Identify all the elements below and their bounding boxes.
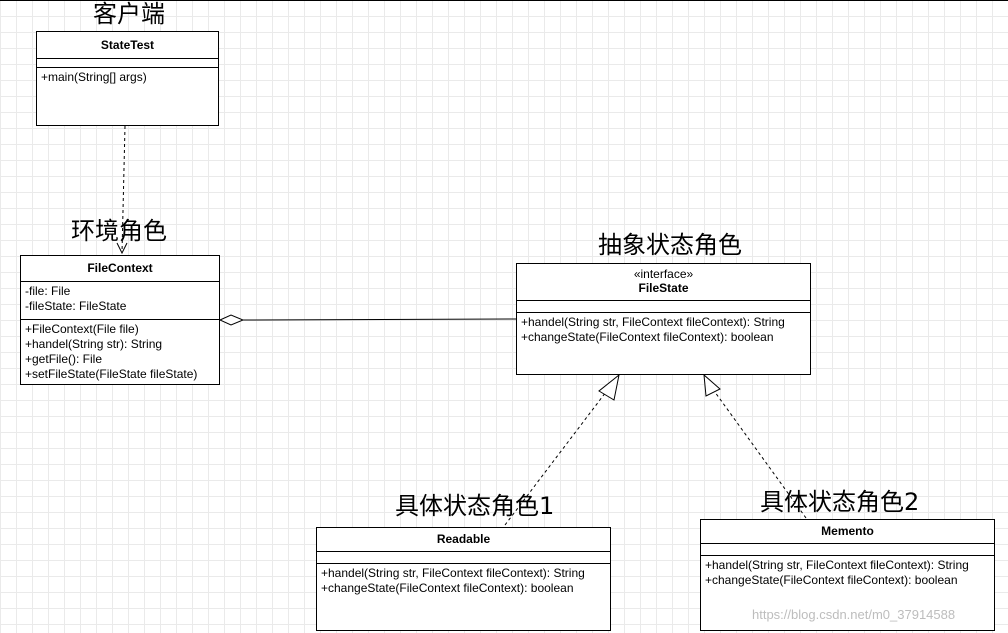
operation: +handel(String str): String (25, 337, 163, 351)
stereotype-label: «interface» (633, 267, 694, 281)
realization-line-readable (504, 387, 610, 526)
operations-compartment: +FileContext(File file) +handel(String s… (21, 320, 219, 384)
operation: +changeState(FileContext fileContext): b… (705, 573, 958, 587)
attribute: -fileState: FileState (25, 299, 127, 313)
attributes-compartment (37, 59, 218, 68)
watermark: https://blog.csdn.net/m0_37914588 (752, 607, 956, 622)
realization-arrowhead-memento (703, 373, 721, 397)
attribute: -file: File (25, 284, 71, 298)
operations-compartment: +handel(String str, FileContext fileCont… (317, 564, 610, 598)
operation: +changeState(FileContext fileContext): b… (321, 581, 574, 595)
operation: +main(String[] args) (41, 70, 147, 84)
operations-compartment: +main(String[] args) (37, 68, 218, 87)
class-name: FileState (638, 281, 689, 295)
role-label-abstract-state: 抽象状态角色 (598, 231, 742, 259)
class-memento[interactable]: Memento +handel(String str, FileContext … (700, 519, 995, 631)
class-name: StateTest (37, 32, 218, 59)
operations-compartment: +handel(String str, FileContext fileCont… (701, 556, 994, 590)
class-name: Memento (701, 520, 994, 544)
class-name: FileContext (21, 256, 219, 282)
attributes-compartment (317, 552, 610, 564)
attributes-compartment: -file: File -fileState: FileState (21, 282, 219, 320)
aggregation-diamond (218, 314, 245, 326)
operation: +handel(String str, FileContext fileCont… (705, 558, 969, 572)
dependency-arrowhead (116, 242, 128, 255)
operation: +handel(String str, FileContext fileCont… (521, 315, 785, 329)
operation: +setFileState(FileState fileState) (25, 367, 198, 381)
operations-compartment: +handel(String str, FileContext fileCont… (517, 313, 810, 347)
operation: +getFile(): File (25, 352, 103, 366)
operation: +handel(String str, FileContext fileCont… (321, 566, 585, 580)
class-statetest[interactable]: StateTest +main(String[] args) (36, 31, 219, 126)
operation: +FileContext(File file) (25, 322, 139, 336)
role-label-client: 客户端 (93, 0, 165, 28)
aggregation-line (242, 318, 517, 321)
interface-filestate[interactable]: «interface» FileState +handel(String str… (516, 263, 811, 375)
attributes-compartment (701, 544, 994, 556)
class-readable[interactable]: Readable +handel(String str, FileContext… (316, 527, 611, 631)
class-name: Readable (317, 528, 610, 552)
top-border (0, 0, 1008, 1)
realization-line-memento (711, 387, 807, 519)
class-filecontext[interactable]: FileContext -file: File -fileState: File… (20, 255, 220, 385)
attributes-compartment (517, 301, 810, 313)
role-label-concrete-2: 具体状态角色2 (760, 488, 920, 516)
operation: +changeState(FileContext fileContext): b… (521, 330, 774, 344)
role-label-concrete-1: 具体状态角色1 (395, 492, 555, 520)
realization-arrowhead-readable (598, 373, 620, 401)
role-label-context: 环境角色 (71, 217, 167, 245)
class-header: «interface» FileState (517, 264, 810, 301)
